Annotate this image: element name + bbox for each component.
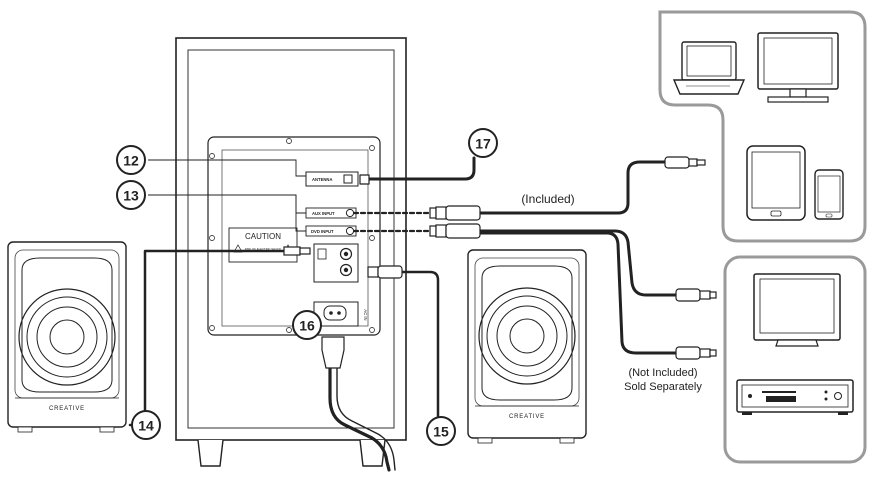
panel-screws (209, 138, 375, 333)
aux-input-jack (345, 208, 355, 218)
callout-15-label: 15 (433, 424, 449, 440)
callout-12: 12 (116, 145, 146, 175)
callout-17-label: 17 (475, 136, 491, 152)
subwoofer: ANTENNA AUX INPUT DVD INPUT CAUTION RISK… (175, 37, 407, 467)
tv-dvd-group (723, 255, 867, 464)
antenna-plug (359, 174, 370, 185)
speaker-output-switch (317, 248, 327, 260)
cables (128, 156, 678, 472)
back-panel: ANTENNA AUX INPUT DVD INPUT CAUTION RISK… (207, 136, 381, 336)
rca-plug-bottom (675, 346, 701, 360)
power-cord (328, 366, 391, 472)
caution-title: CAUTION (245, 232, 281, 241)
callout-14: 14 (131, 410, 161, 440)
sold-separately-caption: Sold Separately (624, 381, 702, 393)
left-speaker-dustcap (49, 319, 85, 355)
subwoofer-foot-left (197, 439, 224, 467)
caution-label-box (228, 227, 298, 263)
caution-text: RISK OF ELECTRIC SHOCK (245, 247, 282, 251)
laptop-icon (672, 41, 746, 95)
callout-13-label: 13 (123, 188, 139, 204)
tablet-icon (746, 145, 806, 221)
right-speaker-ring-outer (478, 287, 576, 385)
ac-in-label: AC IN (363, 309, 368, 320)
computer-mobile-group (658, 10, 867, 243)
dvd-rca-cable-top (476, 229, 678, 297)
callout-16: 16 (292, 310, 322, 340)
not-included-caption: (Not Included) (628, 367, 697, 379)
dvd-rca-cable-bottom (476, 231, 678, 355)
aux-input-label: AUX INPUT (312, 211, 335, 216)
right-speaker-brand: CREATIVE (509, 414, 545, 420)
callout-13: 13 (116, 180, 146, 210)
left-speaker-ring-outer (18, 288, 116, 386)
phone-icon (814, 169, 844, 220)
dvd-plug-body (445, 223, 481, 239)
included-caption: (Included) (521, 192, 574, 206)
monitor-icon (757, 32, 839, 103)
left-satellite-speaker: CREATIVE (7, 241, 127, 433)
callout-16-label: 16 (299, 318, 315, 334)
plugs (283, 156, 717, 369)
dvd-player-icon (736, 379, 854, 415)
right-speaker-plug (377, 265, 403, 279)
callout-15: 15 (426, 416, 456, 446)
aux-audio-cable (478, 160, 667, 215)
aux-35mm-plug (664, 156, 690, 169)
right-satellite-speaker: CREATIVE (467, 249, 587, 444)
aux-plug-body (445, 205, 481, 221)
antenna-label: ANTENNA (312, 177, 332, 182)
callout-12-label: 12 (123, 153, 139, 169)
subwoofer-inner-border (187, 49, 395, 429)
antenna-cable (366, 156, 476, 181)
leader-12 (148, 159, 306, 177)
right-speaker-cable (398, 270, 440, 430)
right-speaker-plug-tip (367, 266, 379, 278)
power-plug (321, 336, 345, 369)
left-speaker-brand: CREATIVE (49, 406, 85, 412)
left-speaker-plug (283, 246, 301, 256)
antenna-socket (343, 174, 353, 184)
tv-icon (753, 273, 841, 347)
dvd-plug-tip (429, 225, 437, 237)
dvd-input-jack (345, 226, 355, 236)
callout-14-label: 14 (138, 418, 154, 434)
callout-17: 17 (468, 128, 498, 158)
aux-plug-tip (429, 207, 437, 219)
left-speaker-body (7, 241, 127, 428)
leader-lines (148, 159, 306, 232)
right-speaker-dustcap (509, 318, 545, 354)
ac-in-socket (323, 305, 347, 321)
rca-plug-top (675, 288, 701, 302)
right-speaker-body (467, 249, 587, 439)
dvd-input-label: DVD INPUT (311, 229, 334, 234)
